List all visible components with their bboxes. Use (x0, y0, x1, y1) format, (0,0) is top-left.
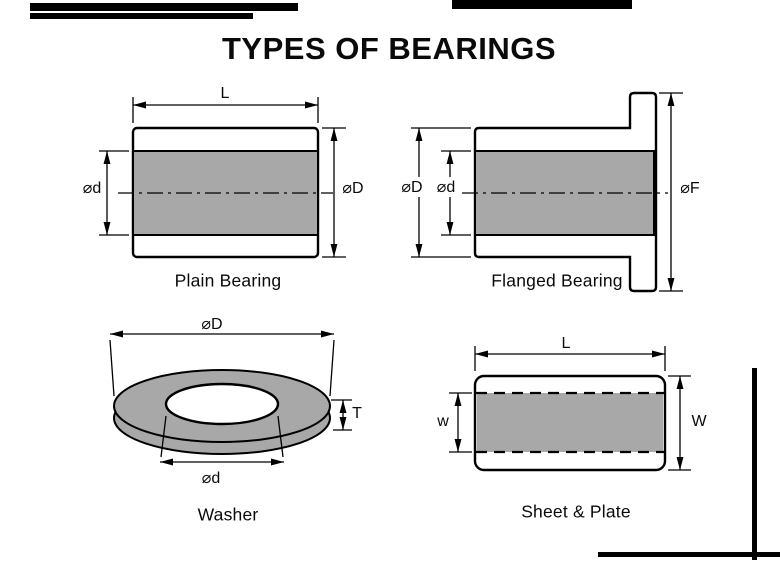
sheet-plate-inner-width-label: w (437, 413, 449, 430)
flanged-bearing-caption: Flanged Bearing (491, 270, 623, 291)
decor-bar-top-center (452, 0, 632, 9)
flanged-bearing-flange-diameter-label: ⌀F (680, 180, 700, 197)
flanged-bearing-outer-diameter-label: ⌀D (398, 177, 426, 197)
washer-dim-thickness (331, 399, 352, 431)
washer-thickness-label: T (352, 405, 362, 422)
page-title: TYPES OF BEARINGS (221, 31, 557, 66)
sheet-plate-caption: Sheet & Plate (521, 501, 631, 522)
plain-bearing-dim-length (132, 97, 319, 123)
decor-line-bottom-right-horizontal (598, 552, 780, 557)
decor-line-bottom-right-vertical (752, 368, 757, 560)
plain-bearing-caption: Plain Bearing (174, 270, 282, 291)
flanged-bearing-dim-flange-diameter (659, 92, 683, 292)
washer-caption: Washer (197, 504, 259, 525)
plain-bearing-dim-inner-diameter (99, 150, 129, 236)
sheet-plate-length-label: L (561, 335, 571, 352)
sheet-plate-dim-outer-width (668, 375, 691, 471)
washer-inner-diameter-label: ⌀d (201, 470, 221, 487)
washer-outer-diameter-label: ⌀D (201, 316, 223, 333)
sheet-plate-dim-inner-width (449, 392, 472, 453)
flanged-bearing-inner-diameter-label: ⌀d (433, 177, 459, 197)
flanged-bearing-diagram (411, 91, 683, 293)
plain-bearing-diagram (99, 97, 346, 259)
sheet-plate-dim-length (474, 346, 666, 371)
decor-bar-top-left-secondary (30, 13, 253, 19)
plain-bearing-length-label: L (220, 85, 230, 102)
washer-dim-inner-diameter (160, 415, 284, 466)
washer-dim-outer-diameter (109, 330, 335, 397)
sheet-plate-diagram (449, 346, 691, 472)
plain-bearing-dim-outer-diameter (322, 127, 346, 258)
decor-bar-top-left-primary (30, 3, 298, 11)
sheet-plate-core (477, 393, 663, 452)
plain-bearing-bore (132, 150, 319, 236)
washer-hole (164, 382, 280, 426)
sheet-plate-outer-width-label: W (691, 413, 707, 430)
plain-bearing-inner-diameter-label: ⌀d (82, 180, 102, 197)
plain-bearing-outer-diameter-label: ⌀D (342, 180, 364, 197)
washer-diagram (109, 330, 352, 466)
